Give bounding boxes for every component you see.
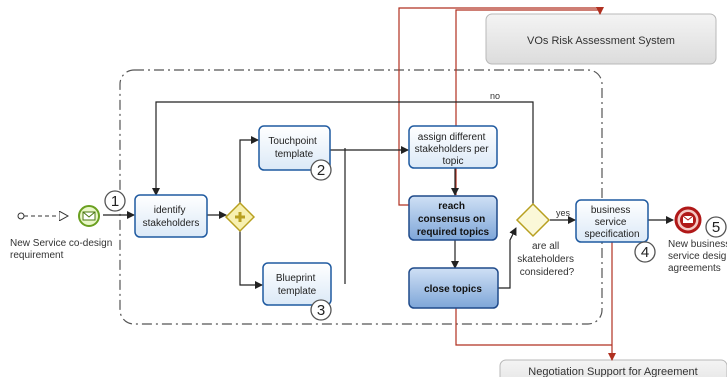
gateway-question: are all skateholders considered? xyxy=(517,241,576,278)
start-label-2: requirement xyxy=(10,250,64,261)
start-label-1: New Service co-design xyxy=(10,238,112,249)
task-business-service-specification[interactable]: business service specification xyxy=(575,199,649,243)
association-dot-icon xyxy=(17,212,25,220)
flow-label-yes: yes xyxy=(556,208,571,218)
subprocess-boundary xyxy=(119,69,603,325)
svg-text:1: 1 xyxy=(111,193,119,210)
task-reach-consensus[interactable]: reach consensus on required topics xyxy=(408,195,498,241)
svg-text:identify stakeholders: identify stakeholders xyxy=(143,205,200,229)
step-marker-3: 3 xyxy=(310,299,332,321)
task-blueprint-template[interactable]: Blueprint template xyxy=(262,262,332,306)
step-marker-4: 4 xyxy=(634,241,656,263)
svg-text:Touchpoint template: Touchpoint template xyxy=(268,136,319,160)
svg-text:reach consensus on: reach consensus on required topics xyxy=(417,201,490,238)
start-event: New Service co-design requirement xyxy=(10,205,112,261)
sequence-flows xyxy=(103,101,674,289)
svg-text:business service s: business service specification xyxy=(584,205,639,240)
end-label-3: agreements xyxy=(668,263,721,274)
svg-text:4: 4 xyxy=(641,244,649,261)
svg-text:5: 5 xyxy=(712,219,720,236)
svg-text:Blueprint template: Blueprint template xyxy=(276,273,318,297)
pool-negotiation-label-1: Negotiation Support for Agreement xyxy=(528,366,697,377)
end-label-2: service design xyxy=(668,251,727,262)
svg-text:close topics: close topics xyxy=(424,284,482,295)
end-event: New business service design agreements xyxy=(668,206,727,274)
flow-label-no: no xyxy=(490,91,500,101)
step-marker-5: 5 xyxy=(705,216,727,238)
task-assign-stakeholders[interactable]: assign different stakeholders per topic xyxy=(408,125,498,169)
message-envelope-icon xyxy=(82,211,96,221)
plus-icon xyxy=(235,212,245,222)
pool-negotiation-support: Negotiation Support for Agreement xyxy=(499,359,727,382)
end-label-1: New business xyxy=(668,239,727,250)
task-touchpoint-template[interactable]: Touchpoint template xyxy=(258,125,331,171)
svg-text:assign different stakeho: assign different stakeholders per topic xyxy=(415,132,492,167)
step-markers: 1 2 3 4 5 xyxy=(104,159,727,321)
exclusive-gateway: are all skateholders considered? yes no xyxy=(490,91,576,278)
pool-risk-assessment: VOs Risk Assessment System xyxy=(485,13,717,65)
pool-risk-label: VOs Risk Assessment System xyxy=(527,35,675,47)
task-close-topics[interactable]: close topics xyxy=(408,267,499,309)
svg-text:3: 3 xyxy=(317,302,325,319)
task-identify-stakeholders[interactable]: identify stakeholders xyxy=(134,194,208,238)
step-marker-1: 1 xyxy=(104,190,126,212)
svg-text:2: 2 xyxy=(317,162,325,179)
parallel-gateway xyxy=(224,201,256,233)
step-marker-2: 2 xyxy=(310,159,332,181)
